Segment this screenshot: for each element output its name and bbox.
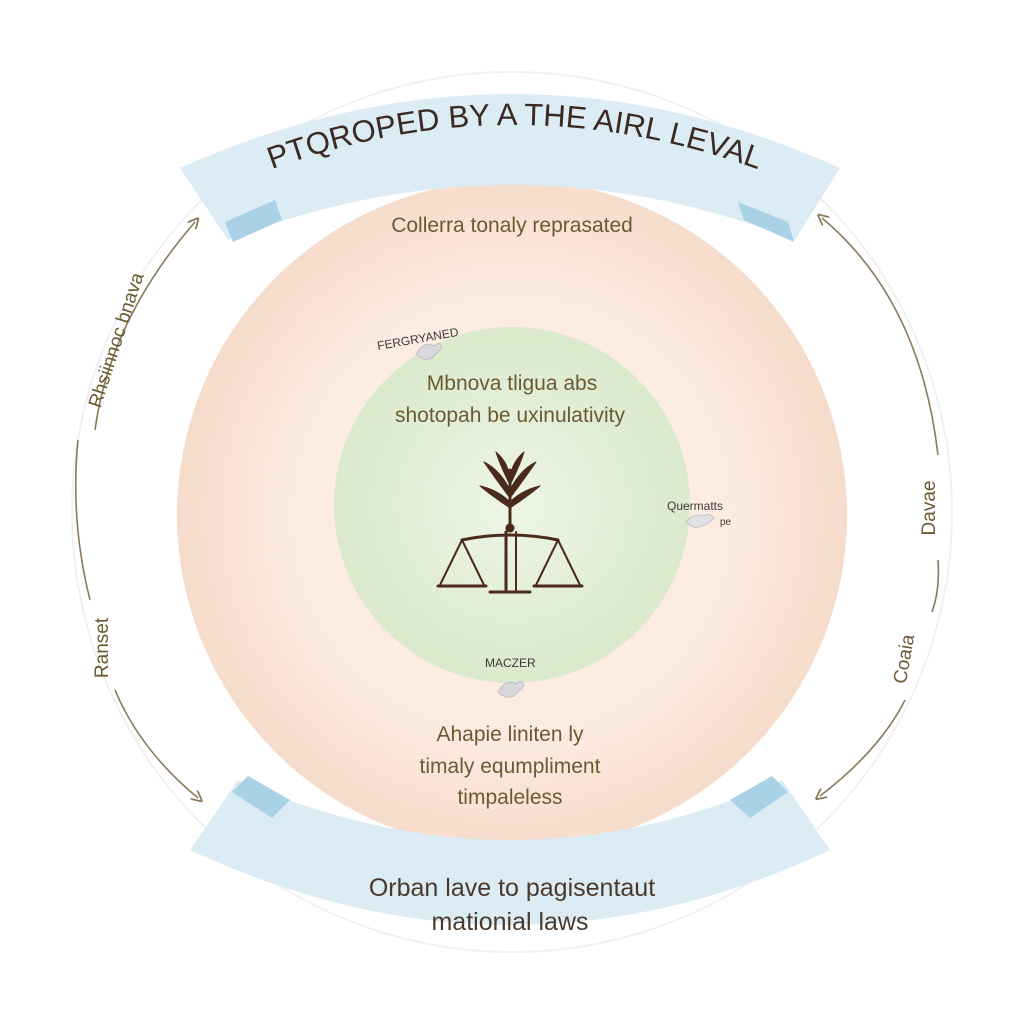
lower-text-line2: timaly equmpliment xyxy=(420,755,601,778)
top-banner-tab-left xyxy=(225,200,282,242)
outer-ring xyxy=(71,71,953,953)
arrow-left-middle xyxy=(74,439,91,601)
lower-text-line3: timpaleless xyxy=(457,786,562,809)
small-label-bottom: MACZER xyxy=(485,656,536,670)
arrow-right-middle xyxy=(931,559,940,613)
arrow-left-upper xyxy=(94,222,195,431)
dove-icon xyxy=(415,343,443,360)
scales-of-justice-with-plant-icon xyxy=(436,451,584,594)
arrow-right-lower xyxy=(820,699,906,796)
arrow-left-lower xyxy=(114,689,198,798)
bottom-banner-tab-left xyxy=(232,776,290,818)
side-label-right-lower: Coaia xyxy=(890,632,919,685)
side-label-right-upper: Davae xyxy=(919,481,940,536)
inner-circle-text-line2: shotopah be uxinulativity xyxy=(395,404,625,427)
bottom-banner xyxy=(190,780,830,925)
outer-circle-top-text: Collerra tonaly reprasated xyxy=(391,214,633,237)
top-banner xyxy=(180,94,840,240)
lower-text-line1: Ahapie liniten ly xyxy=(436,723,584,746)
dove-icon xyxy=(497,681,525,698)
inner-circle-text-line1: Mbnova tligua abs xyxy=(427,372,597,395)
side-label-left-lower: Ranset xyxy=(92,617,113,678)
top-banner-tab-right xyxy=(738,202,794,242)
arrow-right-upper xyxy=(822,218,939,456)
dove-icon xyxy=(685,514,715,528)
small-label-right: Quermatts xyxy=(667,499,723,513)
bottom-banner-tab-right xyxy=(730,776,788,818)
side-label-left-upper: Rhsiinnoc bnava xyxy=(85,270,149,411)
small-label-right-sub: pe xyxy=(720,517,732,528)
bottom-banner-text-line1: Orban lave to pagisentaut xyxy=(369,874,655,902)
bottom-banner-text-line2: mationial laws xyxy=(431,908,588,936)
